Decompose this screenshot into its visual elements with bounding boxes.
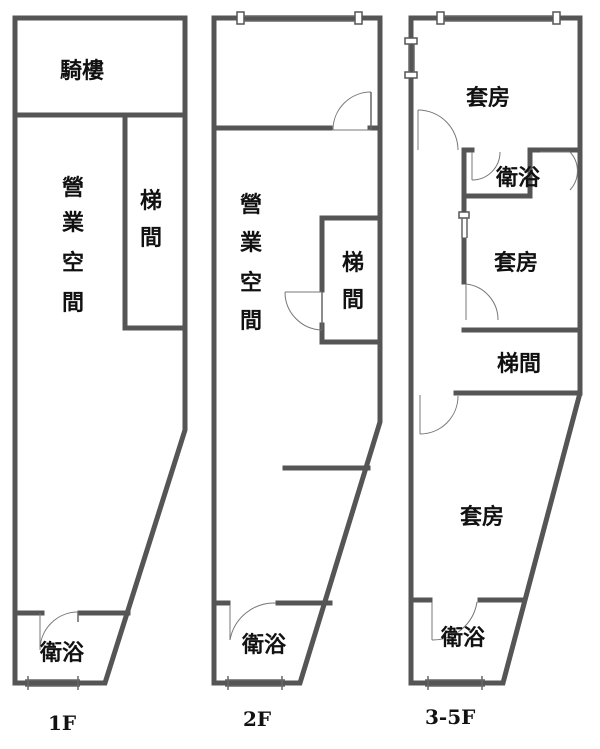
floor-1f-door: [39, 611, 79, 651]
svg-text:營: 營: [240, 192, 262, 218]
floor-label-1f: 1F: [48, 711, 76, 735]
stair-label-1f: 梯 間: [140, 188, 162, 251]
svg-text:梯: 梯: [342, 250, 364, 276]
floor-3-5f-doors: [417, 109, 578, 641]
floor-label-3-5f: 3-5F: [425, 705, 475, 729]
floor-2f-doors: [229, 91, 372, 641]
floor-1f: 騎樓 營 業 空 間 梯 間 衛浴 1F: [12, 15, 188, 735]
svg-text:業: 業: [62, 210, 85, 236]
svg-text:營: 營: [62, 175, 84, 201]
floor-1f-walls: [12, 15, 188, 686]
arcade-label: 騎樓: [60, 58, 104, 84]
floor-3-5f-windows: [404, 11, 561, 690]
floor-3-5f: 套房 衛浴 套房 梯間 套房 衛浴 3-5F: [404, 11, 583, 729]
floor-2f-windows: [225, 11, 363, 690]
svg-text:業: 業: [240, 230, 263, 256]
bathroom-label-1f: 衛浴: [39, 640, 85, 666]
business-area-label-2f: 營 業 空 間: [240, 192, 263, 334]
svg-text:間: 間: [240, 308, 262, 334]
svg-text:間: 間: [342, 287, 364, 313]
floor-2f-walls: [211, 15, 383, 686]
floor-1f-window: [25, 676, 80, 690]
floor-2f: 營 業 空 間 梯 間 衛浴 2F: [211, 11, 383, 731]
bathroom-label-2f: 衛浴: [241, 632, 287, 658]
floor-label-2f: 2F: [243, 707, 271, 731]
stair-label-2f: 梯 間: [342, 250, 364, 313]
svg-text:空: 空: [62, 250, 84, 276]
svg-text:空: 空: [240, 270, 262, 296]
floor-3-5f-walls: [408, 15, 583, 686]
suite-label-top: 套房: [466, 85, 510, 111]
bathroom-label-3-5f-bottom: 衛浴: [440, 625, 486, 651]
suite-label-mid: 套房: [494, 250, 538, 276]
bathroom-label-3-5f-mid: 衛浴: [495, 165, 541, 191]
svg-text:間: 間: [62, 290, 84, 316]
stair-label-3-5f: 梯間: [497, 351, 541, 377]
svg-text:間: 間: [140, 225, 162, 251]
suite-label-bottom: 套房: [460, 504, 504, 530]
business-area-label-1f: 營 業 空 間: [62, 175, 85, 316]
svg-text:梯: 梯: [140, 188, 162, 214]
